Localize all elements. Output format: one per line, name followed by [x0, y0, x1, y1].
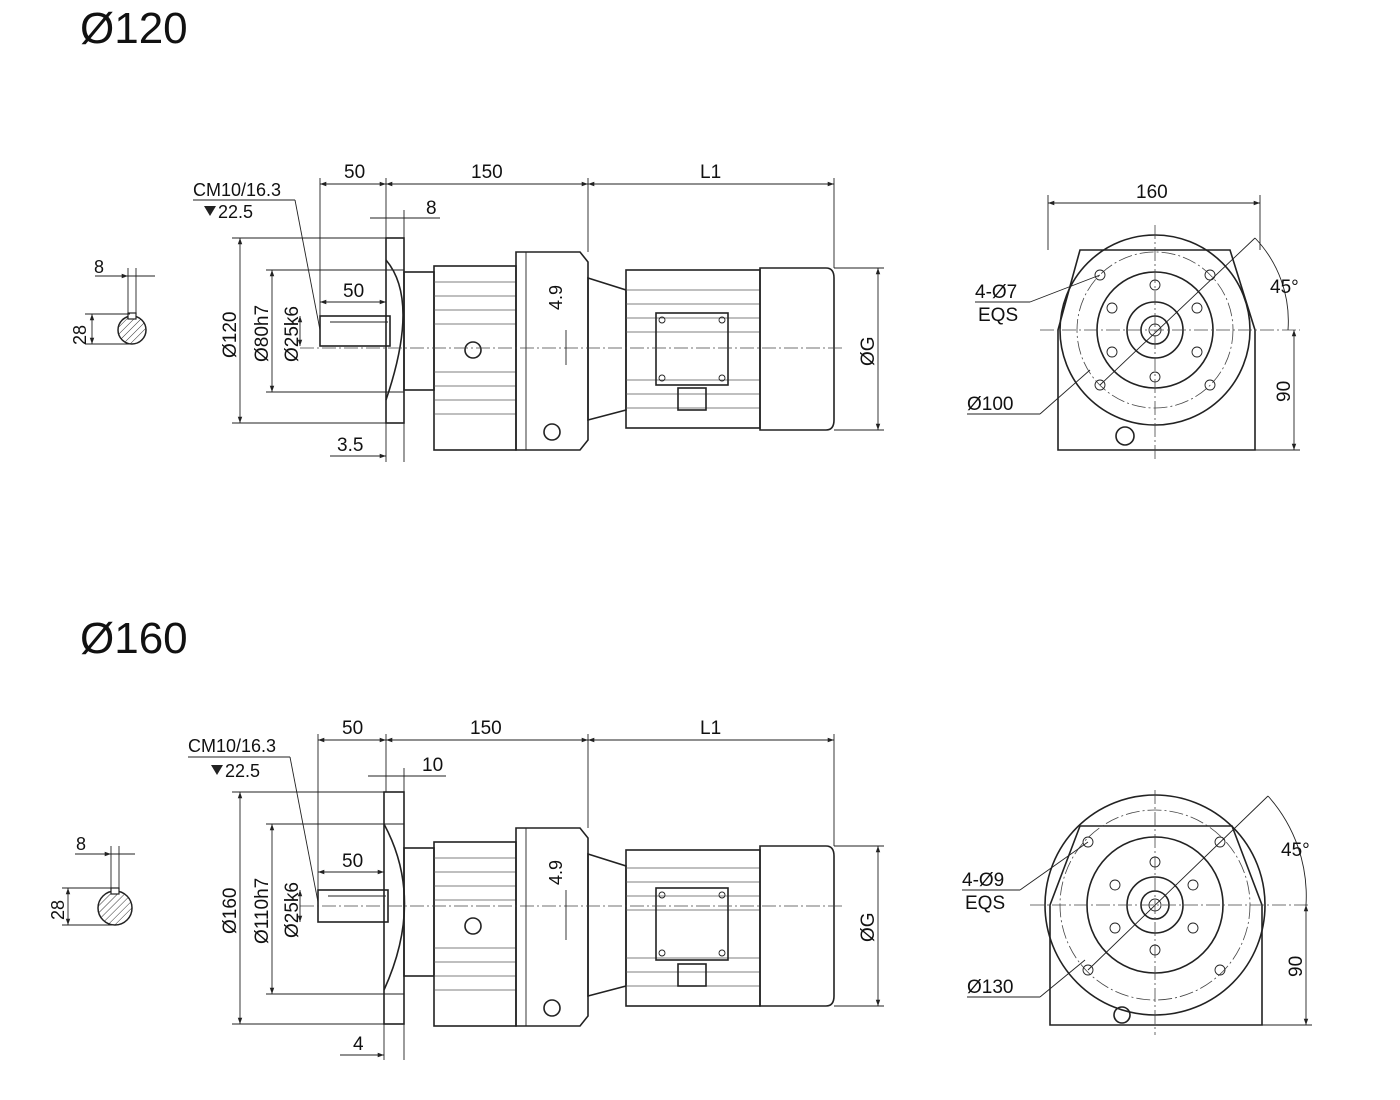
height-label: 90	[1274, 381, 1295, 402]
gap-label: 4	[353, 1034, 364, 1055]
depth-symbol-icon	[211, 765, 223, 775]
shaft-diameter-label: Ø25k6	[282, 306, 303, 362]
eqs-label: EQS	[965, 893, 1005, 914]
eqs-label: EQS	[978, 305, 1018, 326]
thread-label: CM10/16.3	[188, 736, 276, 756]
pcd-label: Ø130	[967, 977, 1013, 998]
body-length-label: 150	[471, 162, 503, 183]
end-width-label: 160	[1136, 182, 1168, 203]
gap-label: 3.5	[337, 435, 363, 456]
end-housing	[1049, 825, 1263, 1026]
height-label: 90	[1286, 956, 1307, 977]
offset-label: 4.9	[546, 860, 566, 885]
section-title: Ø120	[80, 4, 188, 53]
holes-label: 4-Ø9	[962, 870, 1004, 891]
offset-label: 4.9	[546, 285, 566, 310]
cable-gland	[677, 387, 707, 411]
plug-icon	[464, 917, 482, 935]
thread-label: CM10/16.3	[193, 180, 281, 200]
cable-gland	[677, 963, 707, 987]
key-length-label: 50	[343, 281, 364, 302]
end-view: 160 4-Ø7 EQS Ø100 45° 90	[967, 182, 1300, 462]
depth-symbol-icon	[204, 206, 216, 216]
body-length-label: 150	[470, 718, 502, 739]
motor-length-label: L1	[700, 162, 721, 183]
shaft-length-label: 50	[344, 162, 365, 183]
bolt-holes	[1082, 836, 1226, 976]
flange-diameter-label: Ø160	[220, 888, 241, 934]
side-dimensions: 50 150 L1 CM10/16.3 22.5 10 50 4 4.9 Ø16…	[188, 718, 884, 1060]
output-flange	[383, 791, 405, 1025]
bolt-holes	[1094, 269, 1216, 391]
section-title: Ø160	[80, 614, 188, 663]
shaft-section	[97, 890, 133, 926]
side-dimensions: 50 150 L1 CM10/16.3 22.5 8 50 3.5 4.9 Ø1…	[193, 162, 884, 462]
terminal-box	[655, 887, 729, 961]
terminal-box	[655, 312, 729, 386]
motor-length-label: L1	[700, 718, 721, 739]
drain-plug-icon	[1113, 1006, 1131, 1024]
output-shaft	[319, 315, 391, 347]
section-160: Ø160 8 28	[48, 614, 1312, 1060]
fan-cover	[759, 845, 835, 1007]
shaft-length-label: 50	[342, 718, 363, 739]
fan-cover	[759, 267, 835, 431]
drain-plug-icon	[543, 423, 561, 441]
flange-thickness-label: 8	[426, 198, 437, 219]
key-section-detail: 8 28	[48, 834, 135, 926]
key-length-label: 50	[342, 851, 363, 872]
key-width-label: 8	[76, 834, 86, 854]
thread-depth-label: 22.5	[218, 202, 253, 222]
shaft-section	[117, 315, 147, 345]
motor-diameter-label: ØG	[858, 912, 879, 942]
motor-diameter-label: ØG	[858, 336, 879, 366]
pilot-diameter-label: Ø80h7	[252, 305, 273, 362]
pcd-label: Ø100	[967, 394, 1013, 415]
gear-cover	[515, 827, 589, 1027]
shaft-diameter-label: Ø25k6	[282, 882, 303, 938]
key-width-label: 8	[94, 257, 104, 277]
pilot-diameter-label: Ø110h7	[252, 878, 273, 944]
output-flange	[385, 237, 405, 424]
drain-plug-icon	[543, 999, 561, 1017]
gear-cover	[515, 251, 589, 451]
key-height-label: 28	[48, 900, 68, 920]
section-120: Ø120 8 28	[70, 4, 1300, 462]
angle-label: 45°	[1270, 277, 1299, 298]
angle-label: 45°	[1281, 840, 1310, 861]
end-view: 4-Ø9 EQS Ø130 45° 90	[962, 790, 1312, 1035]
key-section-detail: 8 28	[70, 257, 155, 345]
flange-diameter-label: Ø120	[220, 312, 241, 358]
flange-thickness-label: 10	[422, 755, 443, 776]
holes-label: 4-Ø7	[975, 282, 1017, 303]
drain-plug-icon	[1115, 426, 1135, 446]
key-height-label: 28	[70, 325, 90, 345]
thread-depth-label: 22.5	[225, 761, 260, 781]
plug-icon	[464, 341, 482, 359]
motor-body	[625, 849, 761, 1007]
motor-body	[625, 269, 761, 429]
side-view	[300, 791, 845, 1027]
